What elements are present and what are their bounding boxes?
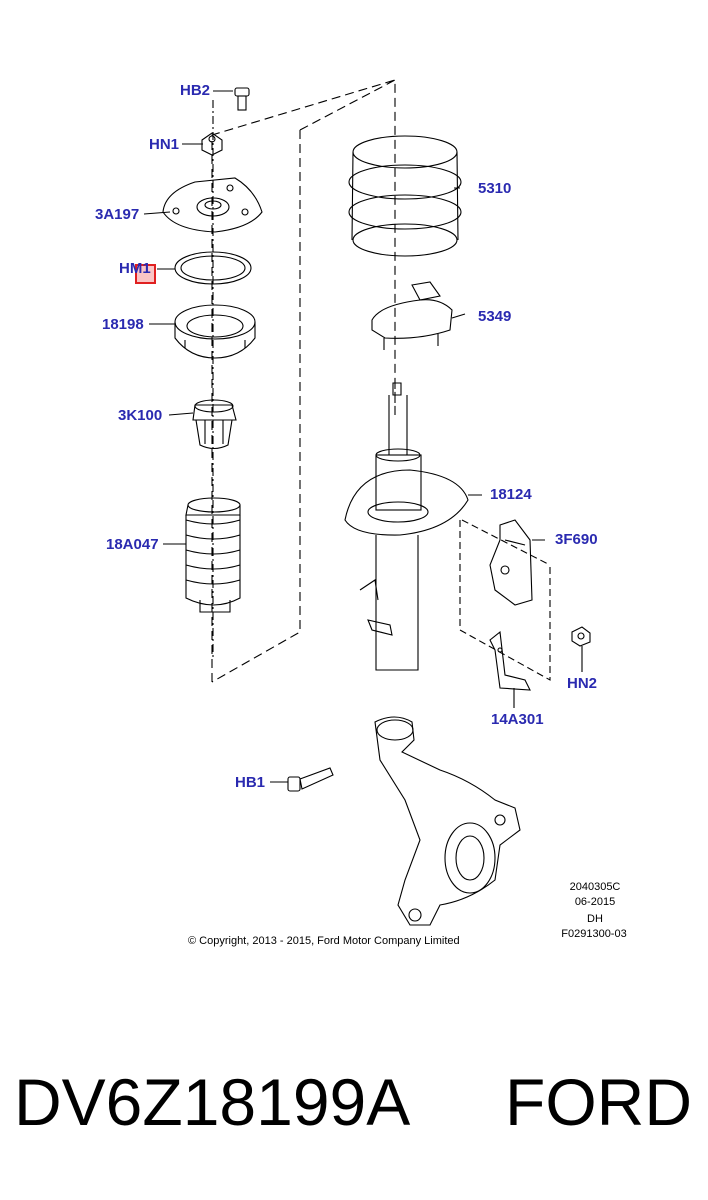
- label-hn2[interactable]: HN2: [567, 675, 598, 692]
- bracket-3f690: [489, 519, 533, 606]
- hm1-washer: [174, 251, 252, 285]
- bearing-18198: [174, 304, 256, 359]
- bracket-14a301: [489, 630, 531, 691]
- label-hb1[interactable]: HB1: [235, 774, 266, 791]
- label-3k100[interactable]: 3K100: [118, 407, 163, 424]
- diagram-code: DH: [587, 913, 603, 925]
- label-14a301[interactable]: 14A301: [491, 711, 544, 728]
- dust-boot-18a047: [185, 497, 241, 613]
- leader-lines: [143, 90, 583, 783]
- label-hn1[interactable]: HN1: [149, 136, 180, 153]
- label-18124[interactable]: 18124: [490, 486, 532, 503]
- suspension-exploded-diagram: [143, 79, 591, 926]
- bracket-group-frame: [459, 519, 551, 681]
- diagram-ref: 2040305C: [569, 881, 621, 893]
- top-mount-plate: [162, 177, 263, 233]
- copyright-notice: © Copyright, 2013 - 2015, Ford Motor Com…: [188, 935, 460, 947]
- hn1-nut: [201, 132, 223, 156]
- hn2-nut: [571, 626, 591, 647]
- part-number: DV6Z18199A: [14, 1065, 411, 1139]
- diagram-date: 06-2015: [574, 896, 616, 908]
- label-3f690[interactable]: 3F690: [555, 531, 598, 548]
- brand-name: FORD: [505, 1065, 692, 1139]
- label-18198[interactable]: 18198: [102, 316, 144, 333]
- hm1-highlight-box[interactable]: [135, 264, 156, 284]
- coil-spring-5310: [348, 135, 462, 257]
- spring-seat-5349: [371, 281, 453, 350]
- label-3a197[interactable]: 3A197: [95, 206, 140, 223]
- label-5310[interactable]: 5310: [478, 180, 512, 197]
- hb1-bolt: [287, 767, 334, 792]
- diagram-figure-id: F0291300-03: [561, 928, 627, 940]
- strut-assembly-18124: [344, 382, 469, 671]
- label-hb2[interactable]: HB2: [180, 82, 211, 99]
- label-18a047[interactable]: 18A047: [106, 536, 159, 553]
- hb2-bolt: [234, 87, 250, 111]
- label-5349[interactable]: 5349: [478, 308, 512, 325]
- bump-stop-3k100: [192, 399, 237, 450]
- steering-knuckle: [374, 716, 521, 926]
- label-hm1[interactable]: HM1: [119, 260, 151, 277]
